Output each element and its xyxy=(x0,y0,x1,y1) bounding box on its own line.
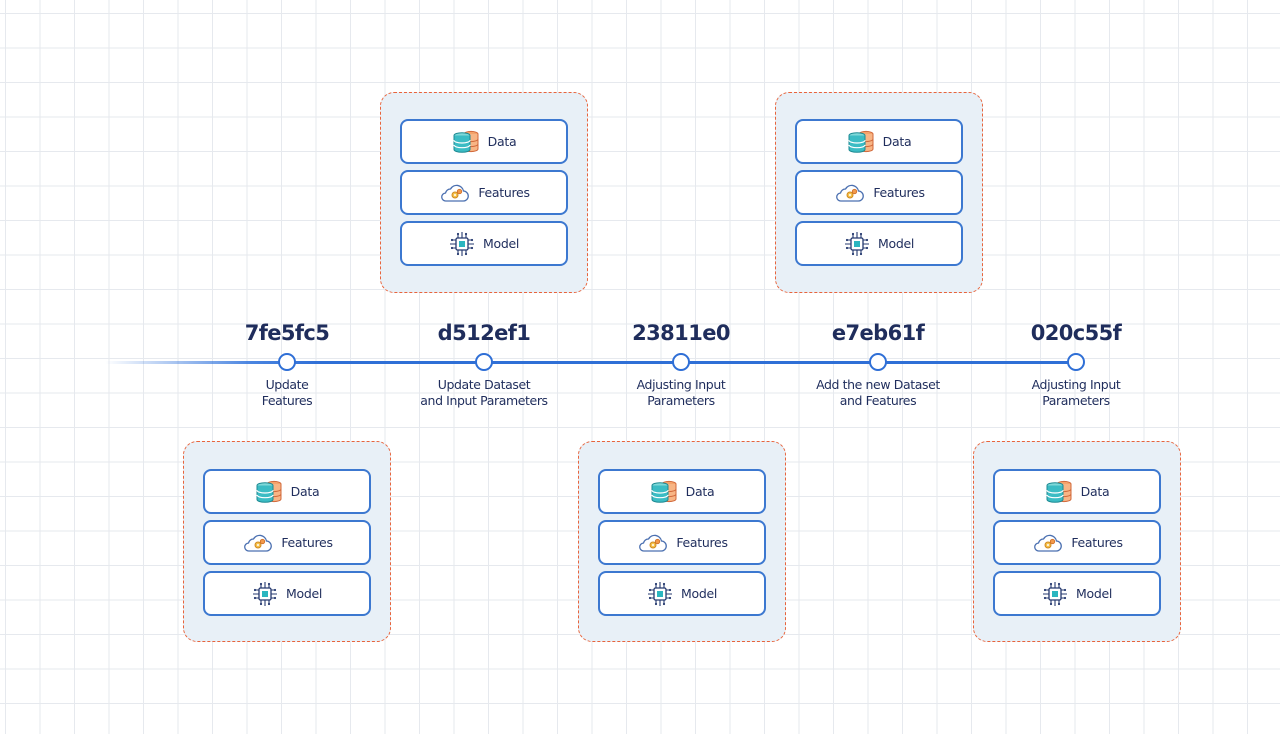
card-label: Data xyxy=(685,484,715,499)
data-card[interactable]: Data xyxy=(993,469,1161,514)
card-label: Features xyxy=(676,535,728,550)
card-label: Model xyxy=(285,586,323,601)
data-card[interactable]: Data xyxy=(400,119,568,164)
features-card[interactable]: Features xyxy=(795,170,963,215)
chip-icon xyxy=(1042,581,1068,607)
card-label: Model xyxy=(680,586,718,601)
commit-dot[interactable] xyxy=(869,353,887,371)
commit-dot[interactable] xyxy=(278,353,296,371)
card-label: Features xyxy=(281,535,333,550)
card-label: Data xyxy=(487,134,517,149)
cloud-gears-icon xyxy=(438,182,470,204)
commit-id: d512ef1 xyxy=(437,321,531,345)
cloud-gears-icon xyxy=(636,532,668,554)
commit-id: 020c55f xyxy=(1030,321,1122,345)
commit-id: 23811e0 xyxy=(632,321,730,345)
database-icon xyxy=(847,129,875,155)
card-label: Features xyxy=(1071,535,1123,550)
cloud-gears-icon xyxy=(241,532,273,554)
model-card[interactable]: Model xyxy=(400,221,568,266)
component-group-5: Data Features Model xyxy=(973,441,1181,642)
commit-dot[interactable] xyxy=(672,353,690,371)
features-card[interactable]: Features xyxy=(203,520,371,565)
data-card[interactable]: Data xyxy=(795,119,963,164)
model-card[interactable]: Model xyxy=(993,571,1161,616)
component-group-2: Data Features Model xyxy=(380,92,588,293)
model-card[interactable]: Model xyxy=(795,221,963,266)
chip-icon xyxy=(252,581,278,607)
component-group-1: Data Features Model xyxy=(183,441,391,642)
commit-id: 7fe5fc5 xyxy=(244,321,330,345)
commit-dot[interactable] xyxy=(1067,353,1085,371)
cloud-gears-icon xyxy=(833,182,865,204)
database-icon xyxy=(1045,479,1073,505)
model-card[interactable]: Model xyxy=(203,571,371,616)
model-card[interactable]: Model xyxy=(598,571,766,616)
chip-icon xyxy=(647,581,673,607)
card-label: Data xyxy=(290,484,320,499)
cloud-gears-icon xyxy=(1031,532,1063,554)
features-card[interactable]: Features xyxy=(400,170,568,215)
features-card[interactable]: Features xyxy=(993,520,1161,565)
data-card[interactable]: Data xyxy=(598,469,766,514)
card-label: Data xyxy=(1080,484,1110,499)
data-card[interactable]: Data xyxy=(203,469,371,514)
commit-id: e7eb61f xyxy=(831,321,925,345)
card-label: Data xyxy=(882,134,912,149)
chip-icon xyxy=(449,231,475,257)
component-group-4: Data Features Model xyxy=(775,92,983,293)
timeline-line xyxy=(105,361,1080,364)
card-label: Features xyxy=(478,185,530,200)
database-icon xyxy=(650,479,678,505)
card-label: Model xyxy=(482,236,520,251)
database-icon xyxy=(452,129,480,155)
component-group-3: Data Features Model xyxy=(578,441,786,642)
card-label: Features xyxy=(873,185,925,200)
database-icon xyxy=(255,479,283,505)
commit-dot[interactable] xyxy=(475,353,493,371)
card-label: Model xyxy=(1075,586,1113,601)
chip-icon xyxy=(844,231,870,257)
card-label: Model xyxy=(877,236,915,251)
features-card[interactable]: Features xyxy=(598,520,766,565)
